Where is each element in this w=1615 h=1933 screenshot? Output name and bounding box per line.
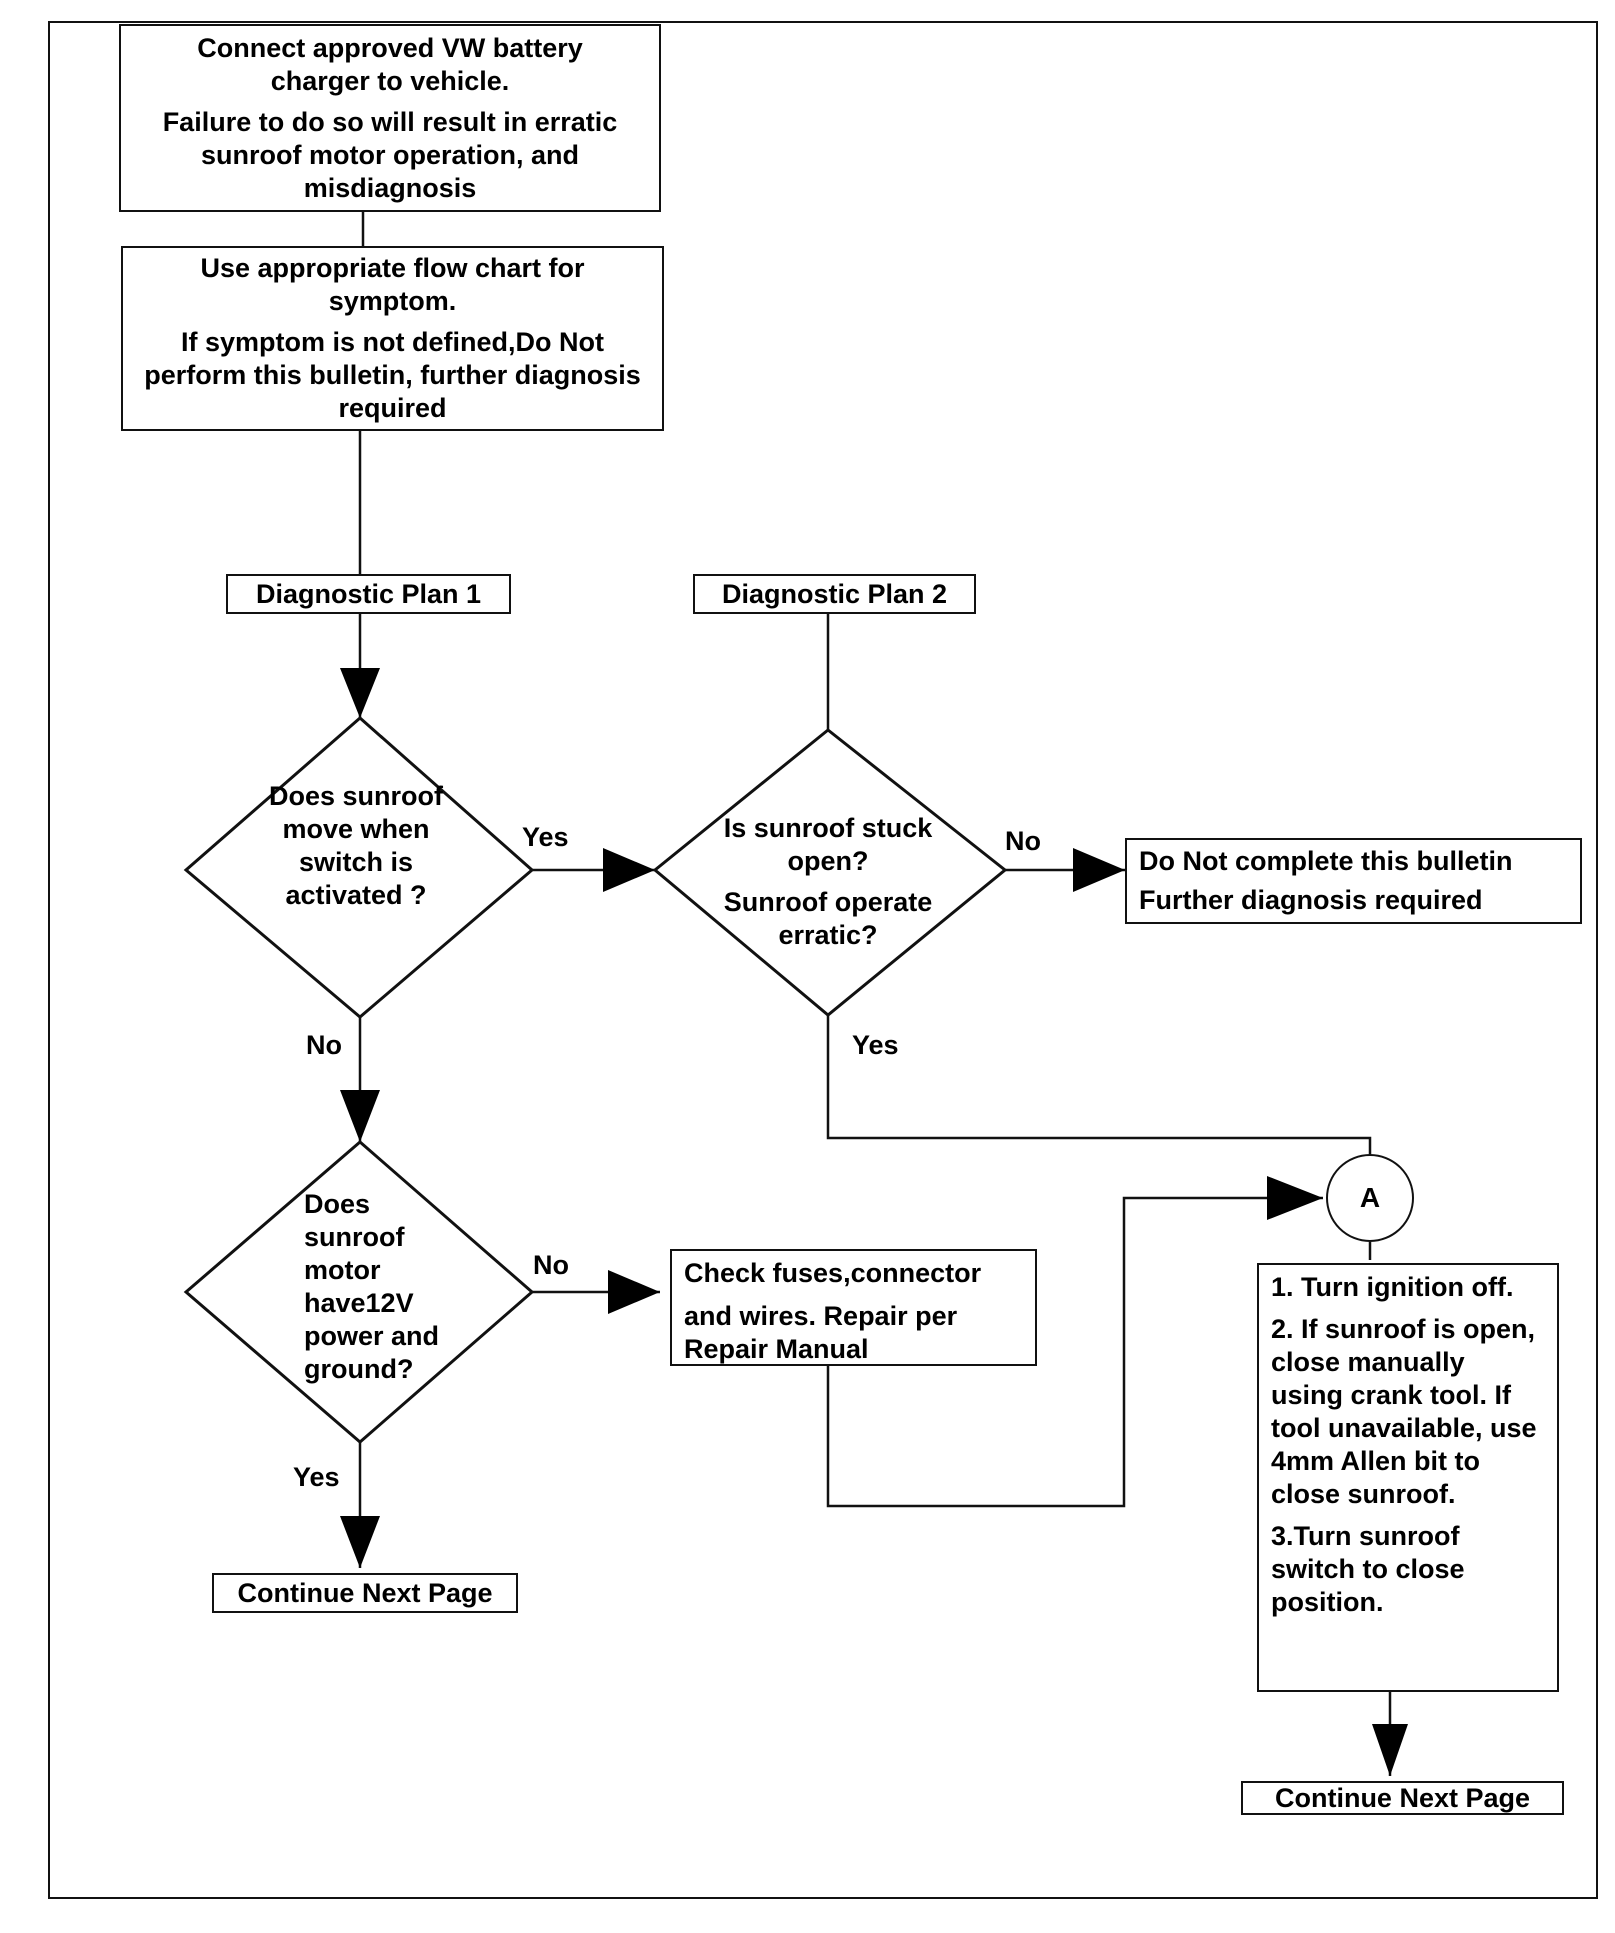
label-move-yes: Yes <box>522 822 569 852</box>
decision-stuck-diamond <box>652 728 1008 1017</box>
decision-move-text: Does sunroof move when switch is activat… <box>268 781 443 910</box>
arrowhead-power-no <box>608 1270 660 1314</box>
label-power-no: No <box>533 1250 569 1280</box>
charger-line-1: Connect approved VW battery charger to v… <box>197 32 583 96</box>
arrowhead-power-yes <box>340 1516 380 1568</box>
line-stuck-yes <box>826 1015 1372 1154</box>
arrowhead-move-yes <box>603 848 655 892</box>
donot-line-2: Further diagnosis required <box>1139 885 1483 915</box>
donot-box: Do Not complete this bulletin Further di… <box>1125 838 1582 924</box>
stuck-line-1: Is sunroof stuck open? <box>723 813 933 876</box>
decision-move-diamond <box>183 716 535 1019</box>
label-stuck-yes: Yes <box>852 1030 899 1060</box>
label-move-no: No <box>306 1030 342 1060</box>
plan2-box: Diagnostic Plan 2 <box>693 574 976 614</box>
check-box: Check fuses,connector and wires. Repair … <box>670 1249 1037 1366</box>
charger-box: Connect approved VW battery charger to v… <box>119 24 661 212</box>
arrowhead-move-no <box>340 1090 380 1142</box>
diagram-frame <box>48 21 1598 1899</box>
arrowhead-stuck-no <box>1073 848 1125 892</box>
continue-left-box: Continue Next Page <box>212 1573 518 1613</box>
arrowhead-steps-to-continue <box>1372 1724 1408 1776</box>
plan1-box: Diagnostic Plan 1 <box>226 574 511 614</box>
steps-box: 1. Turn ignition off. 2. If sunroof is o… <box>1257 1263 1559 1692</box>
decision-power-text: Does sunroof motor have12V power and gro… <box>304 1189 440 1384</box>
label-power-yes: Yes <box>293 1462 340 1492</box>
flowchart-box: Use appropriate flow chart for symptom. … <box>121 246 664 431</box>
check-line-2: and wires. Repair per Repair Manual <box>684 1301 958 1364</box>
decision-power-diamond <box>183 1140 535 1444</box>
charger-line-2: Failure to do so will result in erratic … <box>162 106 618 203</box>
check-line-1: Check fuses,connector <box>684 1258 982 1288</box>
connector-a: A <box>1326 1154 1414 1242</box>
arrowhead-plan1 <box>340 668 380 718</box>
step-3: 3.Turn sunroof switch to close position. <box>1271 1521 1465 1617</box>
stuck-line-2: Sunroof operate erratic? <box>723 887 933 950</box>
decision-stuck-text: Is sunroof stuck open? Sunroof operate e… <box>700 812 956 952</box>
continue-right-box: Continue Next Page <box>1241 1781 1564 1815</box>
donot-line-1: Do Not complete this bulletin <box>1139 846 1513 876</box>
flowchart-line-2: If symptom is not defined,Do Not perform… <box>144 327 641 423</box>
arrowhead-check-to-connector <box>1267 1176 1323 1220</box>
flowchart-line-1: Use appropriate flow chart for symptom. <box>200 253 585 316</box>
step-1: 1. Turn ignition off. <box>1271 1272 1514 1302</box>
steps-list: 1. Turn ignition off. 2. If sunroof is o… <box>1271 1271 1541 1619</box>
step-2: 2. If sunroof is open, close manually us… <box>1271 1314 1537 1509</box>
label-stuck-no: No <box>1005 826 1041 856</box>
line-check-to-connector <box>826 1196 1323 1508</box>
